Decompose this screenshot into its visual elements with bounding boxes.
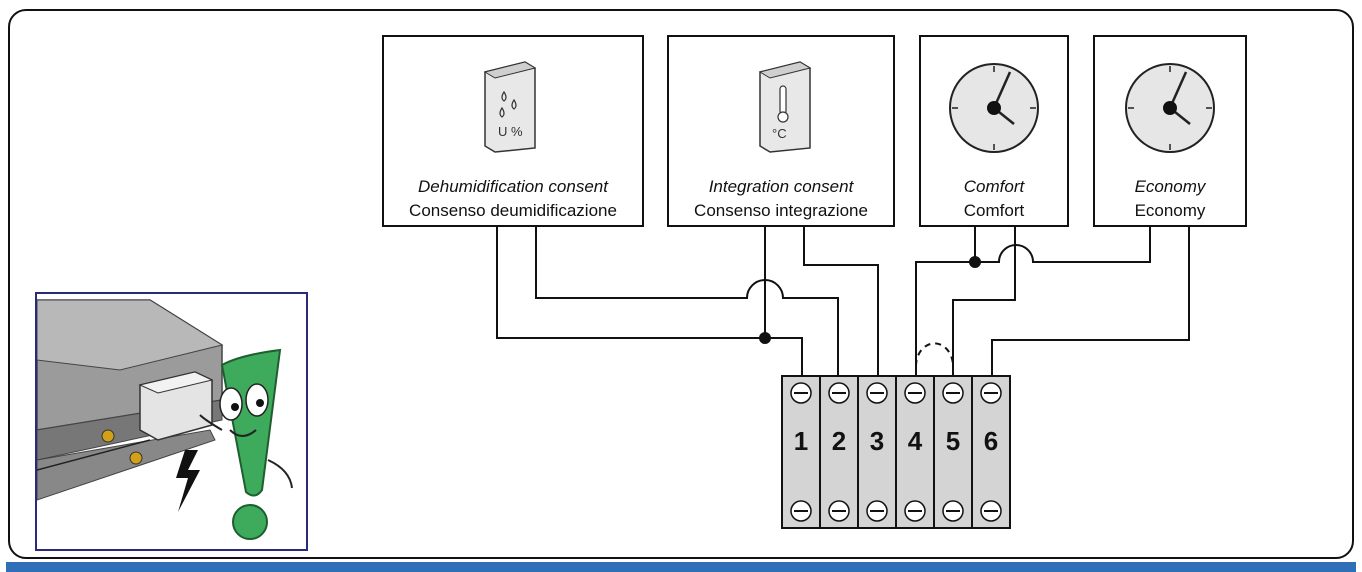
device-economy: Economy Economy <box>1093 35 1247 227</box>
wire-comfort-a <box>915 226 976 378</box>
device-comfort: Comfort Comfort <box>919 35 1069 227</box>
clock-icon <box>949 63 1039 153</box>
footer-band <box>6 562 1356 572</box>
terminal-number: 5 <box>946 426 960 456</box>
wire-economy-b <box>991 226 1190 378</box>
terminal-number: 3 <box>870 426 884 456</box>
terminal-5: 5 <box>933 375 973 529</box>
terminal-number: 4 <box>908 426 923 456</box>
wire-economy-a <box>975 226 1151 263</box>
lightning-bolt-icon <box>176 450 200 512</box>
terminal-number: 2 <box>832 426 846 456</box>
humidistat-text: U % <box>498 124 523 139</box>
integration-label-it: Consenso integrazione <box>694 201 868 220</box>
terminal-1: 1 <box>781 375 821 529</box>
terminal-3: 3 <box>857 375 897 529</box>
terminal-2: 2 <box>819 375 859 529</box>
thermostat-text: °C <box>772 126 787 141</box>
dehum-label-en: Dehumidification consent <box>418 177 609 196</box>
wires <box>496 226 1190 378</box>
terminal-number: 6 <box>984 426 998 456</box>
integration-label-en: Integration consent <box>709 177 855 196</box>
economy-label-en: Economy <box>1135 177 1207 196</box>
jumper-4-5 <box>915 342 954 367</box>
wire-comfort-b <box>952 226 1016 378</box>
economy-label-it: Economy <box>1135 201 1206 220</box>
terminal-6: 6 <box>971 375 1011 529</box>
thermostat-icon: °C <box>758 61 812 153</box>
wire-integration-b <box>803 226 879 378</box>
wire-dehum-b <box>535 226 839 378</box>
dehum-label-it: Consenso deumidificazione <box>409 201 617 220</box>
terminal-number: 1 <box>794 426 808 456</box>
comfort-label-it: Comfort <box>964 201 1025 220</box>
junction-dot <box>969 256 981 268</box>
terminal-4: 4 <box>895 375 935 529</box>
humidistat-icon: U % <box>483 61 537 153</box>
device-dehumidification: U % Dehumidification consent Consenso de… <box>382 35 644 227</box>
wire-dehum-a <box>496 226 803 378</box>
comfort-label-en: Comfort <box>964 177 1026 196</box>
inset-illustration <box>35 292 308 551</box>
clock-icon <box>1125 63 1215 153</box>
device-integration: °C Integration consent Consenso integraz… <box>667 35 895 227</box>
mascot <box>199 348 293 540</box>
junction-dot <box>759 332 771 344</box>
